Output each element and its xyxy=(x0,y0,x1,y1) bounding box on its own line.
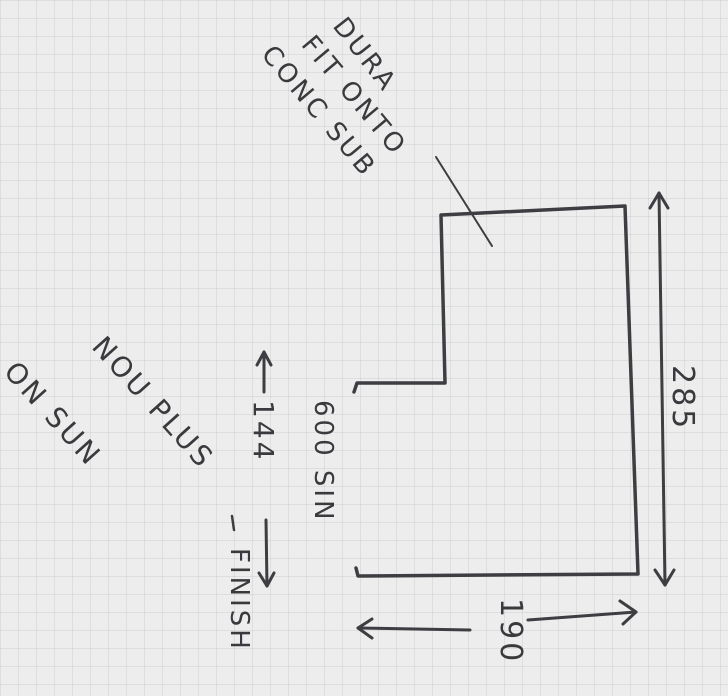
side-label-600-sin: 600 SIN xyxy=(308,400,338,523)
finish-label: FINISH xyxy=(224,548,254,652)
width-dimension-left xyxy=(356,626,472,632)
step-arrow-bottom xyxy=(257,571,276,588)
step-dimension-bottom xyxy=(264,518,269,588)
dimension-width-label: 190 xyxy=(493,598,528,665)
dimension-step-label: 144 xyxy=(247,400,280,463)
width-arrow-right xyxy=(618,599,638,626)
room-outline xyxy=(352,204,640,578)
height-arrow-bottom xyxy=(653,568,676,587)
height-arrow-top xyxy=(648,191,670,210)
step-arrow-top xyxy=(255,350,273,367)
height-dimension-line xyxy=(657,191,667,587)
note-pointer-line xyxy=(435,156,493,247)
dimension-height-label: 285 xyxy=(665,365,700,432)
width-dimension-right xyxy=(526,610,638,622)
finish-tick xyxy=(230,514,236,532)
width-arrow-left xyxy=(356,617,374,640)
